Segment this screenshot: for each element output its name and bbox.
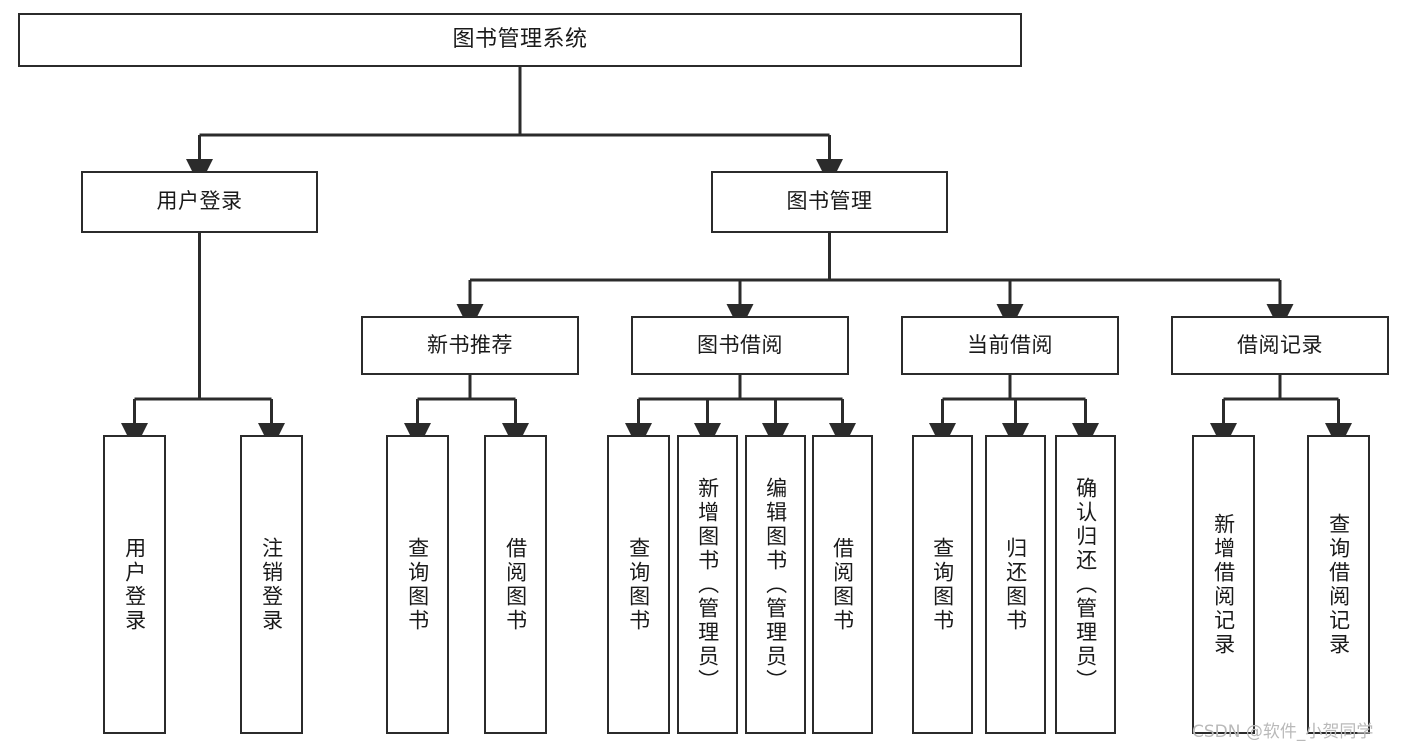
leaf-leaf-edit-book[interactable]: 编辑图书（管理员） (745, 435, 806, 734)
leaf-leaf-borrow-book[interactable]: 借阅图书 (812, 435, 873, 734)
leaf-leaf-query-book-cur[interactable]: 查询图书 (912, 435, 973, 734)
node-current-borrow-label: 当前借阅 (967, 332, 1053, 357)
node-current-borrow[interactable]: 当前借阅 (901, 316, 1119, 375)
leaf-leaf-query-book-rec-label: 查询图书 (405, 536, 430, 633)
node-book-borrow-label: 图书借阅 (697, 332, 783, 357)
leaf-leaf-user-login[interactable]: 用户登录 (103, 435, 166, 734)
node-new-book-recommend-label: 新书推荐 (427, 332, 513, 357)
leaf-leaf-return-book-label: 归还图书 (1003, 536, 1028, 633)
leaf-leaf-user-logout[interactable]: 注销登录 (240, 435, 303, 734)
leaf-leaf-query-book-borrow-label: 查询图书 (626, 536, 651, 633)
node-root[interactable]: 图书管理系统 (18, 13, 1022, 67)
leaf-leaf-query-record-label: 查询借阅记录 (1326, 512, 1351, 657)
node-borrow-record-label: 借阅记录 (1237, 332, 1323, 357)
leaf-leaf-borrow-book-rec-label: 借阅图书 (503, 536, 528, 633)
node-user-login[interactable]: 用户登录 (81, 171, 318, 233)
leaf-leaf-borrow-book-label: 借阅图书 (830, 536, 855, 633)
leaf-leaf-return-book[interactable]: 归还图书 (985, 435, 1046, 734)
node-user-login-label: 用户登录 (156, 189, 243, 214)
node-book-manage-label: 图书管理 (786, 189, 873, 214)
leaf-leaf-query-book-cur-label: 查询图书 (930, 536, 955, 633)
leaf-leaf-query-book-rec[interactable]: 查询图书 (386, 435, 449, 734)
leaf-leaf-edit-book-label: 编辑图书（管理员） (763, 476, 788, 693)
leaf-leaf-borrow-book-rec[interactable]: 借阅图书 (484, 435, 547, 734)
leaf-leaf-add-book[interactable]: 新增图书（管理员） (677, 435, 738, 734)
leaf-leaf-add-record-label: 新增借阅记录 (1211, 512, 1236, 657)
leaf-leaf-user-login-label: 用户登录 (122, 536, 147, 633)
leaf-leaf-add-record[interactable]: 新增借阅记录 (1192, 435, 1255, 734)
node-borrow-record[interactable]: 借阅记录 (1171, 316, 1389, 375)
node-book-borrow[interactable]: 图书借阅 (631, 316, 849, 375)
node-new-book-recommend[interactable]: 新书推荐 (361, 316, 579, 375)
node-book-manage[interactable]: 图书管理 (711, 171, 948, 233)
leaf-leaf-confirm-return-label: 确认归还（管理员） (1073, 476, 1098, 693)
leaf-leaf-query-record[interactable]: 查询借阅记录 (1307, 435, 1370, 734)
node-root-label: 图书管理系统 (452, 26, 588, 52)
leaf-leaf-confirm-return[interactable]: 确认归还（管理员） (1055, 435, 1116, 734)
leaf-leaf-query-book-borrow[interactable]: 查询图书 (607, 435, 670, 734)
leaf-leaf-add-book-label: 新增图书（管理员） (695, 476, 720, 693)
leaf-leaf-user-logout-label: 注销登录 (259, 536, 284, 633)
